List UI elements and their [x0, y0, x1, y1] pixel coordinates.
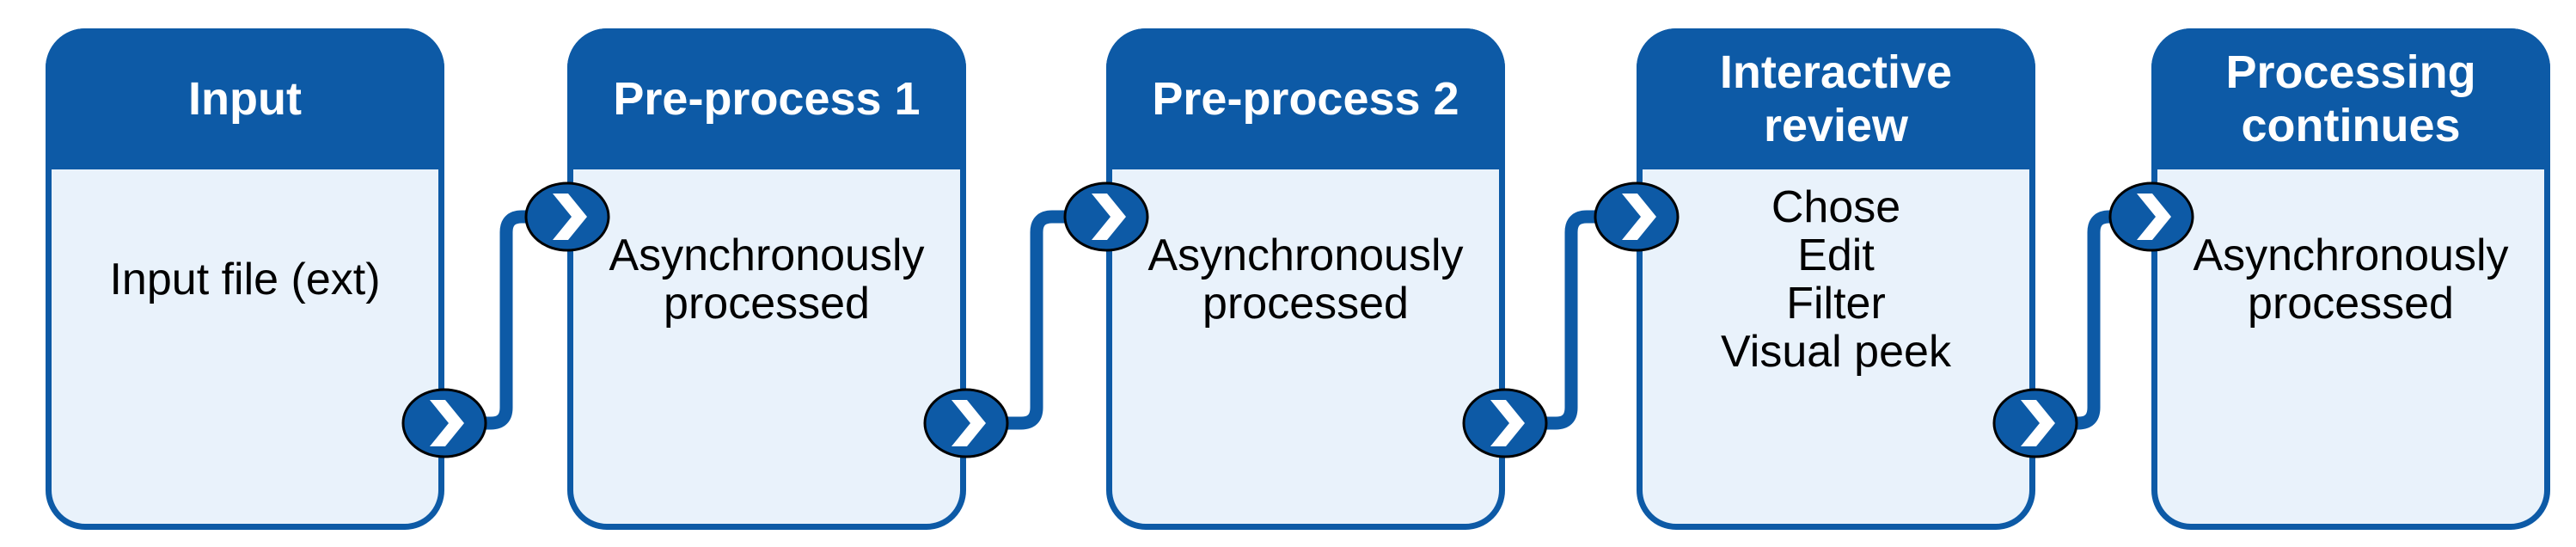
stage-body: Input file (ext) [57, 28, 433, 530]
stage-header: Input [46, 28, 444, 169]
stage-title-line: Pre-process 2 [1152, 73, 1459, 125]
stage-body-line: Visual peek [1721, 326, 1951, 377]
stage-title-line: Pre-process 1 [613, 73, 921, 125]
stage-body-line: Edit [1797, 230, 1875, 280]
stage-body-line: Input file (ext) [109, 254, 381, 304]
stage-body-line: processed [1202, 278, 1409, 329]
stage-body-line: processed [2248, 278, 2454, 329]
stage-body-line: Asynchronously [2193, 230, 2509, 280]
stage-body-line: Asynchronously [1147, 230, 1464, 280]
stage-body-line: Filter [1786, 278, 1886, 329]
stage-title-line: review [1763, 100, 1909, 151]
connector-line [444, 210, 567, 430]
stage-title-line: continues [2241, 100, 2461, 151]
connector-line [966, 210, 1106, 430]
connector-line [1505, 210, 1637, 430]
stage-box-input: Input Input file (ext) [46, 28, 444, 530]
stage-title-line: Processing [2225, 46, 2476, 98]
stage-title-line: Input [188, 73, 302, 125]
stage-header: Pre-process 2 [1106, 28, 1505, 169]
stage-body-line: Asynchronously [609, 230, 925, 280]
stage-body-line: Chose [1771, 181, 1901, 232]
stage-body-line: processed [664, 278, 870, 329]
connector-line [2035, 210, 2151, 430]
stage-header: Pre-process 1 [567, 28, 966, 169]
stage-title-line: Interactive [1719, 46, 1953, 98]
